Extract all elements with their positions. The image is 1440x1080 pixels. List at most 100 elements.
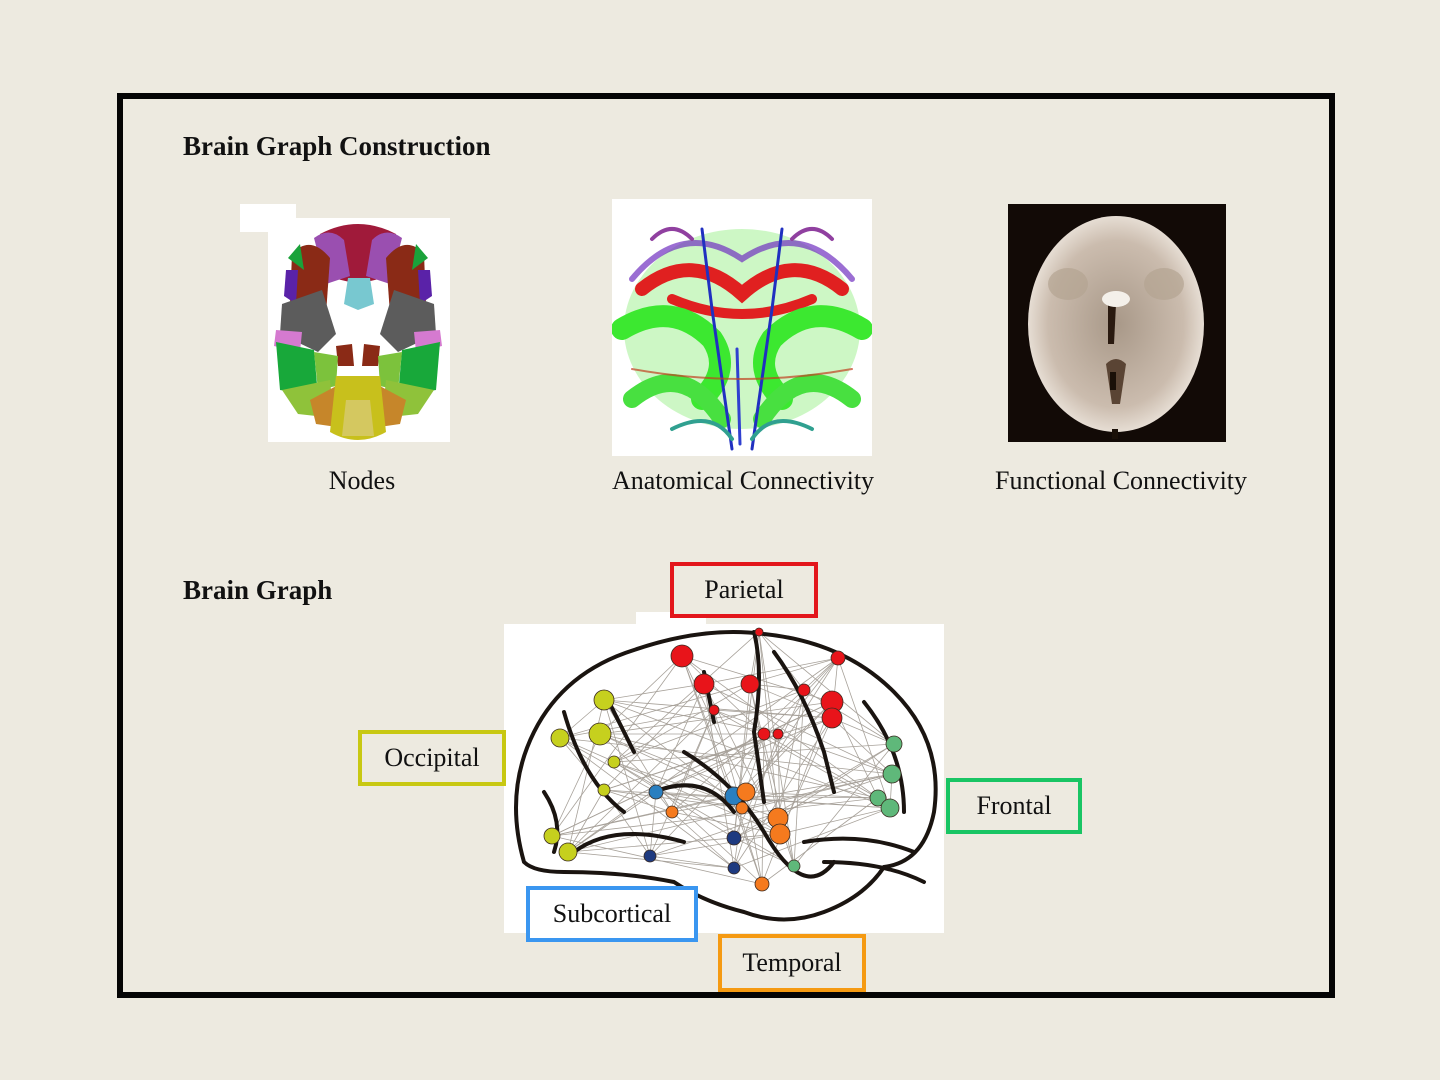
graph-edge [559,709,715,739]
graph-edge [567,791,657,853]
graph-edge [713,709,891,809]
graph-edge [733,807,891,869]
brain-graph-image [504,612,944,933]
graph-node-subcortical [643,849,657,863]
region-label-text: Frontal [976,791,1052,820]
graph-edge [551,791,747,837]
graph-edge [777,657,839,735]
region-label-text: Subcortical [552,899,672,928]
region-label-text: Occipital [384,743,480,772]
anatomical-connectivity-image [612,199,872,456]
graph-edge [603,789,743,809]
graph-edge [613,743,895,763]
graph-edge [761,733,765,885]
graph-edge [803,689,895,745]
graph-node-occipital [558,842,578,862]
graph-edge [655,683,705,793]
graph-edge [613,761,735,839]
graph-node-temporal [754,876,770,892]
graph-edge [603,699,743,809]
graph-node-temporal [735,801,749,815]
graph-edge [779,807,891,835]
graph-edge [761,701,833,885]
graph-edge [733,733,779,869]
graph-node-temporal [665,805,679,819]
graph-node-parietal [797,683,811,697]
graph-node-frontal [885,735,903,753]
graph-edge [567,833,781,853]
graph-edge [551,655,683,837]
graph-node-parietal [740,674,760,694]
graph-node-frontal [882,764,902,784]
graph-node-occipital [597,783,611,797]
graph-edge [613,631,760,763]
graph-edge [649,791,657,857]
atlas-regions [274,224,442,440]
graph-edge [671,811,735,869]
graph-edge [749,683,895,745]
graph-edge [733,743,895,839]
anatomical-caption: Anatomical Connectivity [611,466,875,495]
functional-caption: Functional Connectivity [994,466,1248,495]
region-label-parietal: Parietal [670,562,818,618]
graph-edge [741,657,839,809]
graph-edge [745,791,879,799]
graph-node-frontal [869,789,887,807]
graph-node-subcortical [727,861,741,875]
construction-heading: Brain Graph Construction [183,131,491,161]
region-label-frontal: Frontal [946,778,1082,834]
graph-node-parietal [670,644,694,668]
region-label-occipital: Occipital [358,730,506,786]
graph-node-occipital [593,689,615,711]
graph-edge [603,683,705,701]
graph-edge [655,791,891,809]
graph-edge [603,699,779,735]
graph-node-occipital [607,755,621,769]
graph-node-parietal [821,707,843,729]
graph-edge [613,761,795,867]
graph-node-parietal [693,673,715,695]
graph-edge [613,761,779,819]
graph-node-subcortical [648,784,664,800]
figure-frame [117,93,1335,998]
graph-edge [745,733,765,793]
graph-node-parietal [830,650,846,666]
graph-node-temporal [769,823,791,845]
graph-edge [758,631,795,867]
functional-connectivity-image [1008,204,1226,442]
graph-node-parietal [708,704,720,716]
graph-node-occipital [550,728,570,748]
region-label-temporal: Temporal [718,934,866,992]
graph-edge [603,733,779,791]
graph-edge [777,733,893,775]
graph-edge [649,855,735,869]
graph-node-parietal [754,627,764,637]
graph-node-parietal [772,728,784,740]
nodes-atlas-image [240,204,452,444]
graph-edge [837,657,891,809]
graph-edge [599,655,683,735]
graph-edge [559,737,893,775]
graph-edge [567,657,839,853]
brain-graph-heading: Brain Graph [183,575,333,605]
graph-edge [603,789,673,813]
graph-edge [567,773,893,853]
graph-edge [758,631,779,819]
region-label-subcortical: Subcortical [526,886,698,942]
graph-node-temporal [736,782,756,802]
graph-edge [603,699,651,857]
region-label-text: Temporal [742,948,842,977]
graph-edge [733,701,833,797]
graph-edge [567,789,605,853]
graph-node-frontal [880,798,900,818]
graph-edge [741,773,893,809]
graph-edge [703,657,839,685]
graph-edge [671,773,893,813]
graph-edge [793,689,805,867]
graph-node-occipital [588,722,612,746]
nodes-caption: Nodes [328,466,396,495]
graph-edge [551,733,601,837]
region-label-text: Parietal [704,575,784,604]
graph-edge [758,631,895,745]
graph-edge [733,683,751,839]
